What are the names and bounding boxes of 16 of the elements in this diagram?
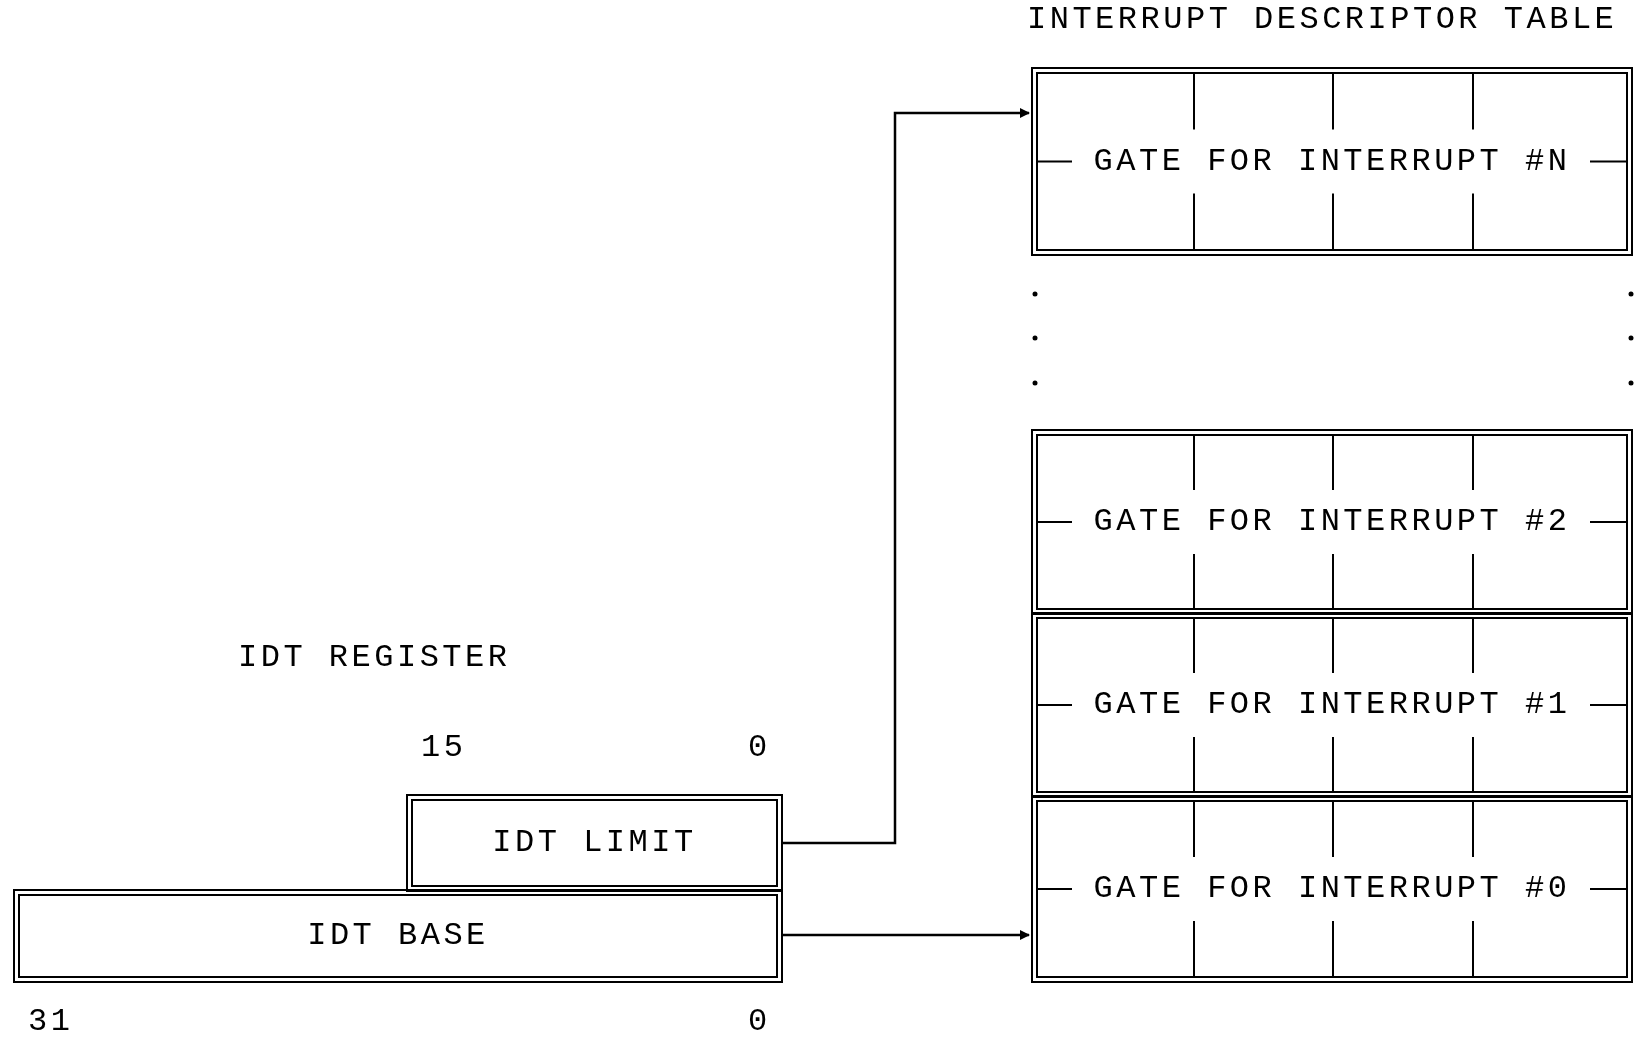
bit-number: 0 bbox=[748, 732, 771, 764]
field-label: IDT BASE bbox=[307, 920, 489, 952]
field-label: GATE FOR INTERRUPT #1 bbox=[1093, 689, 1571, 721]
field-label: GATE FOR INTERRUPT #N bbox=[1093, 145, 1571, 178]
bit-number: 0 bbox=[748, 1006, 771, 1038]
field-label: GATE FOR INTERRUPT #2 bbox=[1093, 506, 1571, 538]
heading-label: IDT REGISTER bbox=[238, 642, 511, 674]
arrow bbox=[783, 930, 1030, 940]
arrow bbox=[783, 108, 1030, 845]
register-field-box bbox=[13, 889, 783, 983]
bit-number: 15 bbox=[421, 732, 467, 764]
register-field-box bbox=[406, 794, 783, 892]
heading-label: INTERRUPT DESCRIPTOR TABLE bbox=[1027, 4, 1618, 36]
bit-number: 31 bbox=[28, 1006, 74, 1038]
field-label: GATE FOR INTERRUPT #0 bbox=[1093, 873, 1571, 905]
field-label: IDT LIMIT bbox=[492, 827, 697, 859]
